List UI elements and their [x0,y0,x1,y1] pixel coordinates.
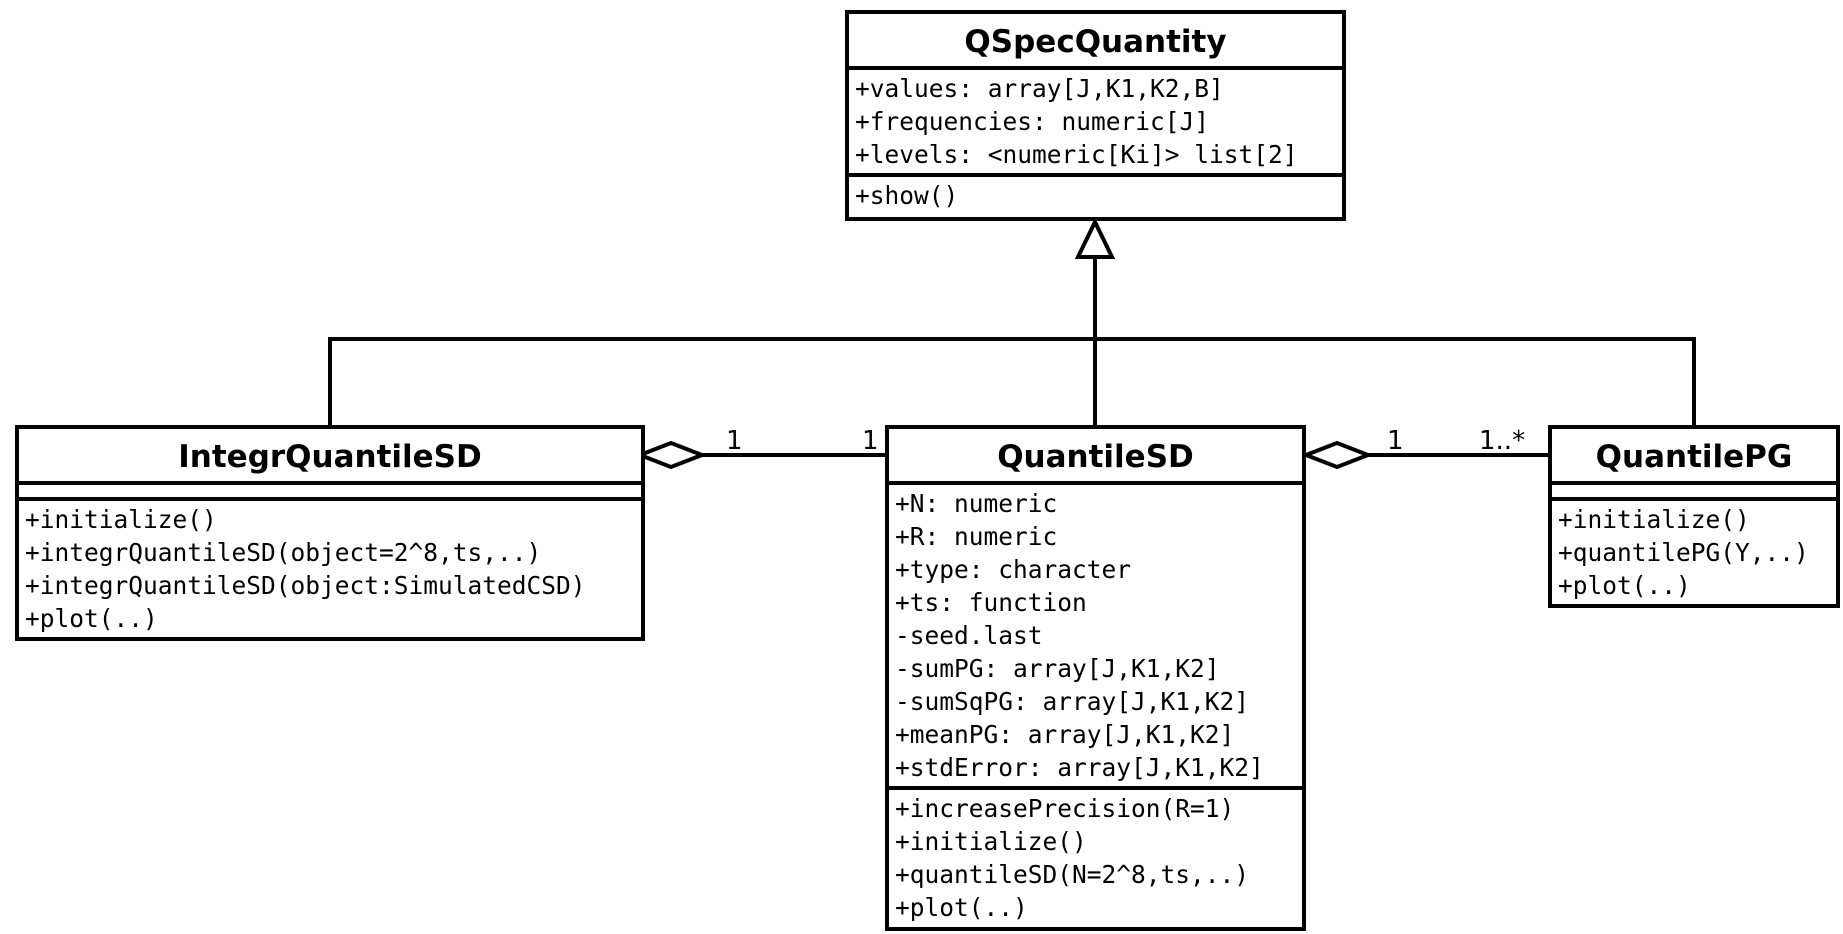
multiplicity-quantilepg-side: 1..* [1479,426,1526,456]
operation: +plot(..) [1558,571,1691,600]
generalization-line-integr [328,337,1095,425]
operation: +integrQuantileSD(object:SimulatedCSD) [25,571,586,600]
operations-section: +initialize() +quantilePG(Y,..) +plot(..… [1552,501,1836,604]
attributes-section: +N: numeric +R: numeric +type: character… [889,485,1302,790]
operation: +quantileSD(N=2^8,ts,..) [895,860,1250,889]
class-name: QuantilePG [1552,429,1836,485]
attribute: +type: character [895,555,1132,584]
operation: +plot(..) [25,604,158,633]
attributes-section [19,485,641,501]
attribute: +N: numeric [895,489,1058,518]
operation: +integrQuantileSD(object=2^8,ts,..) [25,538,542,567]
class-integrquantilesd: IntegrQuantileSD +initialize() +integrQu… [15,425,645,641]
attribute: +R: numeric [895,522,1058,551]
operations-section: +show() [849,177,1342,214]
multiplicity-quantilesd-right: 1 [1387,426,1404,456]
class-name: QSpecQuantity [849,14,1342,70]
attribute: +values: array[J,K1,K2,B] [855,74,1224,103]
attribute: -seed.last [895,621,1043,650]
attributes-section: +values: array[J,K1,K2,B] +frequencies: … [849,70,1342,177]
generalization-arrowhead [1074,217,1116,259]
attributes-section [1552,485,1836,501]
attribute: -sumSqPG: array[J,K1,K2] [895,687,1250,716]
class-qspecquantity: QSpecQuantity +values: array[J,K1,K2,B] … [845,10,1346,221]
attribute: +frequencies: numeric[J] [855,107,1210,136]
class-name: IntegrQuantileSD [19,429,641,485]
class-name: QuantileSD [889,429,1302,485]
operations-section: +initialize() +integrQuantileSD(object=2… [19,501,641,637]
aggregation-diamond-integr [634,440,708,470]
attribute: -sumPG: array[J,K1,K2] [895,654,1220,683]
operation: +initialize() [1558,505,1750,534]
operation: +show() [855,181,959,210]
operation: +initialize() [25,505,217,534]
aggregation-diamond-quantilesd [1300,440,1374,470]
operation: +quantilePG(Y,..) [1558,538,1809,567]
operation: +increasePrecision(R=1) [895,794,1235,823]
operation: +plot(..) [895,893,1028,922]
attribute: +levels: <numeric[Ki]> list[2] [855,140,1298,169]
multiplicity-integr-side: 1 [726,426,743,456]
attribute: +meanPG: array[J,K1,K2] [895,720,1235,749]
generalization-line-quantilepg [1095,337,1696,425]
operations-section: +increasePrecision(R=1) +initialize() +q… [889,790,1302,926]
attribute: +ts: function [895,588,1087,617]
multiplicity-quantilesd-left: 1 [862,426,879,456]
class-quantilepg: QuantilePG +initialize() +quantilePG(Y,.… [1548,425,1840,608]
class-quantilesd: QuantileSD +N: numeric +R: numeric +type… [885,425,1306,931]
operation: +initialize() [895,827,1087,856]
attribute: +stdError: array[J,K1,K2] [895,753,1264,782]
